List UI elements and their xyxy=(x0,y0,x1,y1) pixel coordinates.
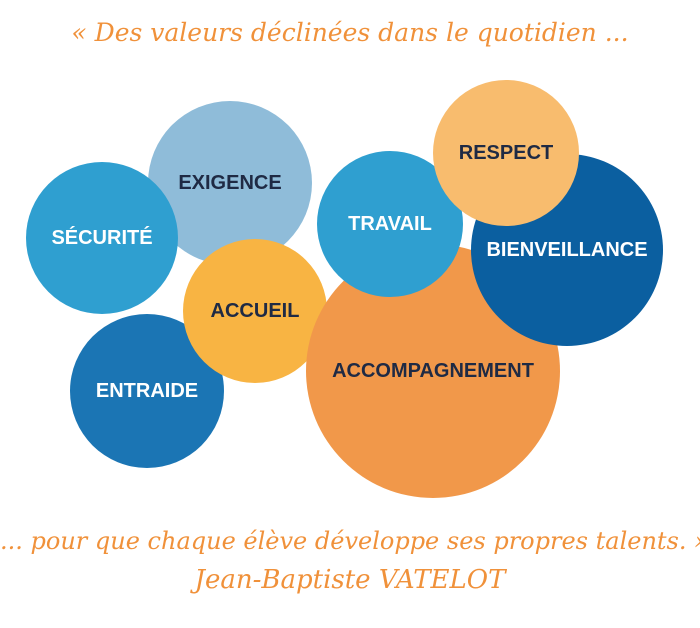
bubble-travail-circle xyxy=(317,151,463,297)
bubble-respect-circle xyxy=(433,80,579,226)
bubble-travail-label: TRAVAIL xyxy=(348,213,432,235)
bubble-accueil-circle xyxy=(183,239,327,383)
bubble-securite: SÉCURITÉ xyxy=(26,162,178,314)
quote-author: Jean-Baptiste VATELOT xyxy=(194,565,506,595)
bubble-accompagnement-label: ACCOMPAGNEMENT xyxy=(332,360,534,382)
bubble-entraide: ENTRAIDE xyxy=(70,314,224,468)
bubble-entraide-circle xyxy=(70,314,224,468)
bubble-entraide-label: ENTRAIDE xyxy=(96,380,198,402)
bubble-accueil: ACCUEIL xyxy=(183,239,327,383)
bubble-securite-label: SÉCURITÉ xyxy=(51,226,152,249)
bubble-exigence-circle xyxy=(148,101,312,265)
bubble-exigence: EXIGENCE xyxy=(148,101,312,265)
bubble-exigence-label: EXIGENCE xyxy=(178,172,281,194)
bubble-travail: TRAVAIL xyxy=(317,151,463,297)
bubble-respect-label: RESPECT xyxy=(459,142,553,164)
quote-closing-line: ... pour que chaque élève développe ses … xyxy=(0,527,700,555)
quote-opening-line: « Des valeurs déclinées dans le quotidie… xyxy=(71,18,629,47)
bubble-bienveillance-label: BIENVEILLANCE xyxy=(486,239,647,261)
bubble-securite-circle xyxy=(26,162,178,314)
bubble-respect: RESPECT xyxy=(433,80,579,226)
bubble-accueil-label: ACCUEIL xyxy=(211,300,300,322)
